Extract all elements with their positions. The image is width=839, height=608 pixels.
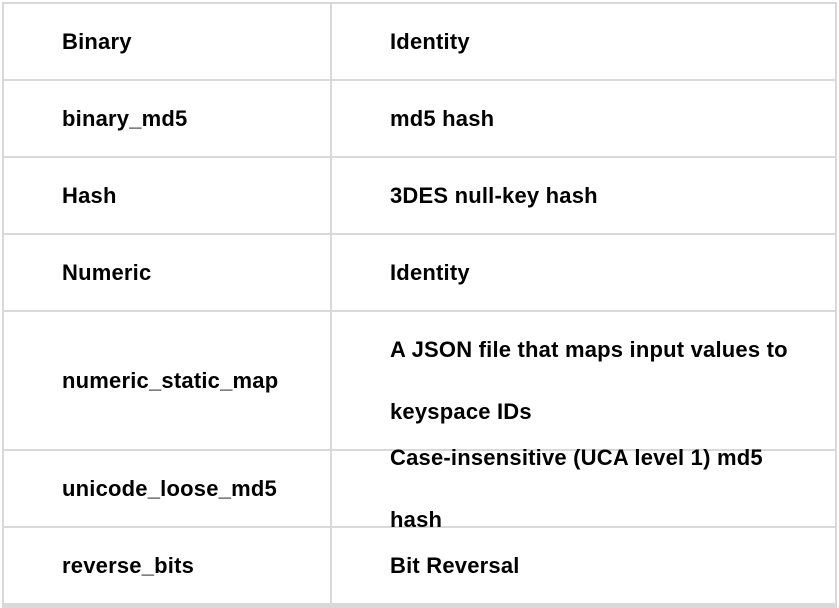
vindex-type-label: Hash	[62, 182, 117, 208]
table-row: unicode_loose_md5 Case-insensitive (UCA l…	[4, 445, 835, 532]
vindex-type-label: Binary	[62, 28, 132, 54]
table-row: reverse_bits Bit Reversal	[4, 526, 835, 603]
table-row: Hash 3DES null-key hash	[4, 156, 835, 233]
vindex-type-label: unicode_loose_md5	[62, 475, 277, 501]
vindex-description-label: Identity	[390, 28, 470, 54]
vindex-description-label: Identity	[390, 259, 470, 285]
table-row: numeric_static_map A JSON file that maps …	[4, 310, 835, 449]
vindex-type-cell: unicode_loose_md5	[4, 451, 332, 526]
vindex-description-cell: Identity	[332, 4, 835, 79]
vindex-description-label: Case-insensitive (UCA level 1) md5 hash	[390, 444, 763, 532]
table-row: binary_md5 md5 hash	[4, 79, 835, 156]
vindex-type-cell: Binary	[4, 4, 332, 79]
vindex-type-label: binary_md5	[62, 105, 188, 131]
table-row: Numeric Identity	[4, 233, 835, 310]
vindex-description-cell: md5 hash	[332, 81, 835, 156]
vindex-description-cell: 3DES null-key hash	[332, 158, 835, 233]
vindex-description-label: md5 hash	[390, 105, 495, 131]
vindex-description-cell: Bit Reversal	[332, 528, 835, 603]
vindex-type-label: Numeric	[62, 259, 152, 285]
vindex-type-cell: Numeric	[4, 235, 332, 310]
vindex-description-label: Bit Reversal	[390, 552, 520, 578]
vindex-type-cell: Hash	[4, 158, 332, 233]
vindex-description-label: A JSON file that maps input values to ke…	[390, 336, 788, 424]
vindex-description-cell: Identity	[332, 235, 835, 310]
vindex-type-label: numeric_static_map	[62, 367, 279, 393]
vindex-description-cell: A JSON file that maps input values to ke…	[332, 312, 835, 449]
vindex-description-label: 3DES null-key hash	[390, 182, 598, 208]
table-row: Binary Identity	[4, 4, 835, 79]
vindex-type-label: reverse_bits	[62, 552, 195, 578]
vindex-type-cell: binary_md5	[4, 81, 332, 156]
vindex-type-cell: numeric_static_map	[4, 312, 332, 449]
vindex-type-cell: reverse_bits	[4, 528, 332, 603]
vindex-description-cell: Case-insensitive (UCA level 1) md5 hash	[332, 445, 835, 532]
